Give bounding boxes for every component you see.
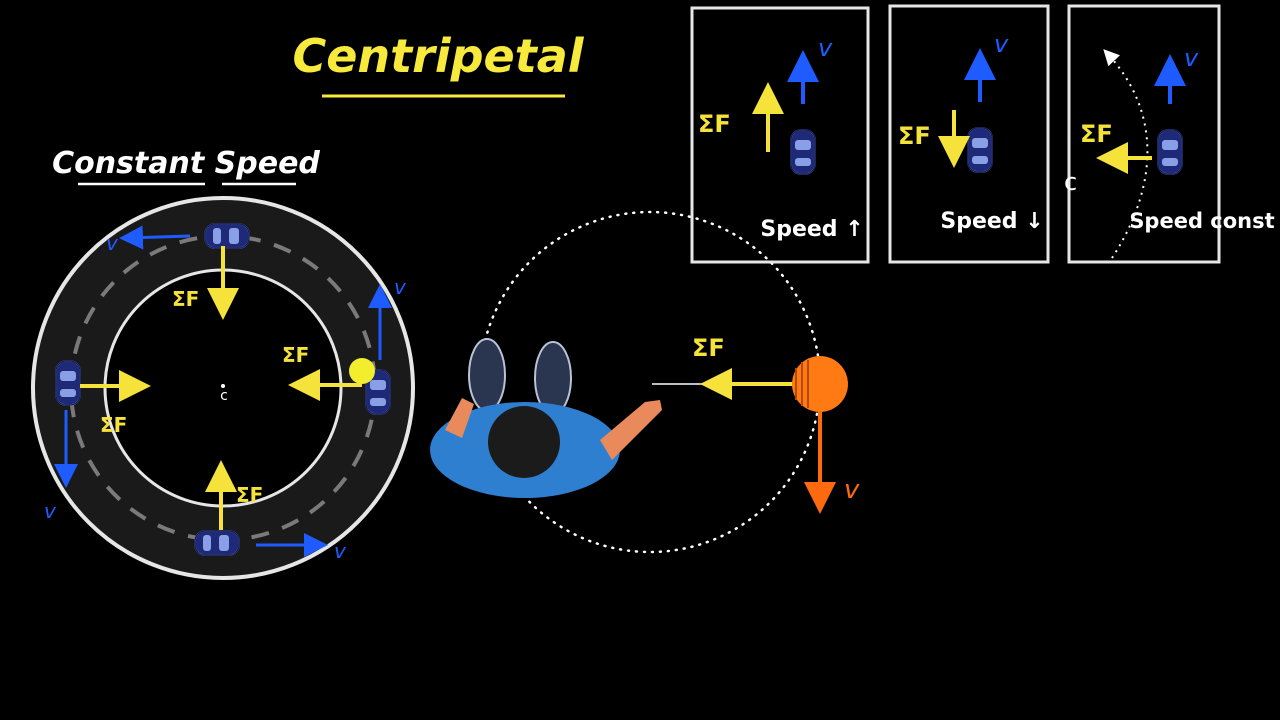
ball-icon [792, 356, 848, 412]
panel-1-force-label: ΣF [698, 110, 731, 138]
panel-2-force-label: ΣF [898, 122, 931, 150]
force-label-bottom: ΣF [236, 483, 263, 507]
force-label-right: ΣF [282, 343, 309, 367]
panel-2-velocity-label: v [994, 30, 1009, 58]
panel-2-caption: Speed ↓ [940, 209, 1043, 234]
title: Centripetal [292, 29, 584, 83]
force-label-top: ΣF [172, 287, 199, 311]
panel-3-center-label: c [1064, 168, 1077, 196]
panel-3-force-label: ΣF [1080, 120, 1113, 148]
center-dot [221, 384, 225, 388]
panel-3-velocity-label: v [1184, 44, 1199, 72]
panel-speed-up: v ΣF Speed ↑ [690, 6, 870, 264]
car-top-icon [204, 223, 250, 249]
panel-speed-const: v ΣF c Speed const [1064, 4, 1275, 264]
velocity-label-right: v [394, 275, 407, 299]
velocity-label-left: v [44, 499, 57, 523]
car-bottom-icon [194, 530, 240, 556]
subtitle: Constant Speed [52, 146, 320, 181]
velocity-label-bottom: v [334, 539, 347, 563]
force-label-left: ΣF [100, 413, 127, 437]
center-label: c [220, 388, 228, 404]
highlight-dot [349, 358, 375, 384]
ball-force-label: ΣF [692, 334, 725, 362]
circular-track: c [31, 196, 415, 580]
panel-3-caption: Speed const [1129, 209, 1274, 233]
panel-1-car-icon [790, 129, 816, 175]
panel-1-caption: Speed ↑ [760, 217, 863, 242]
ball-velocity-label: v [844, 475, 860, 505]
panel-speed-down: v ΣF Speed ↓ [888, 4, 1050, 264]
velocity-label-top: v [106, 231, 119, 255]
panel-3-car-icon [1157, 129, 1183, 175]
person-icon [430, 338, 662, 498]
panel-2-car-icon [967, 127, 993, 173]
car-left-icon [55, 360, 81, 406]
panel-1-velocity-label: v [818, 34, 833, 62]
velocity-arrow-top [119, 225, 191, 250]
